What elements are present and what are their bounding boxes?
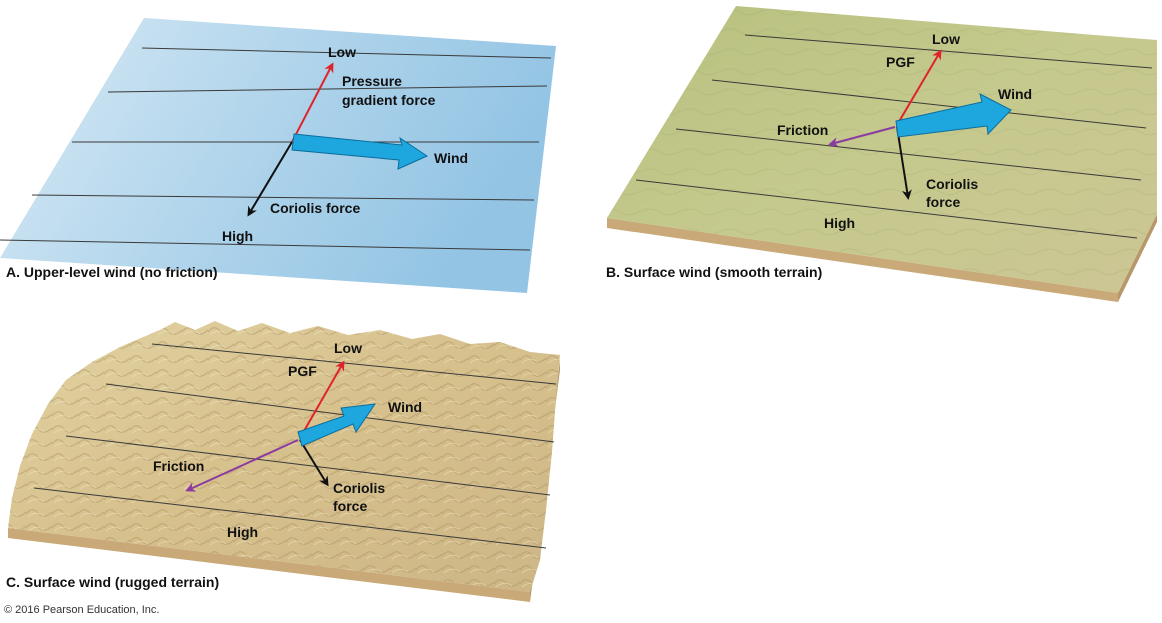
copyright-notice: © 2016 Pearson Education, Inc. <box>4 604 160 616</box>
label-pgf-c: PGF <box>288 363 317 379</box>
wind-arrow-c <box>297 403 377 447</box>
rugged-terrain-texture <box>8 321 560 592</box>
wind-arrow-a <box>291 133 429 170</box>
isobars-c <box>33 343 557 549</box>
pgf-arrow-a <box>291 62 334 143</box>
pgf-arrow-c <box>299 360 345 439</box>
panel-a: Low Pressure gradient force Wind Corioli… <box>0 18 556 293</box>
label-pgf-a-line1: Pressure <box>342 73 402 89</box>
label-pgf-a-line2: gradient force <box>342 92 436 108</box>
label-friction-b: Friction <box>777 122 828 138</box>
coriolis-arrow-b <box>896 126 912 200</box>
label-coriolis-c-line1: Coriolis <box>333 480 385 496</box>
coriolis-arrow-c <box>299 439 329 487</box>
label-wind-b: Wind <box>998 86 1032 102</box>
smooth-terrain-texture <box>607 6 1157 293</box>
coriolis-arrow-a <box>247 141 293 217</box>
caption-panel-b: B. Surface wind (smooth terrain) <box>606 264 823 280</box>
caption-panel-c: C. Surface wind (rugged terrain) <box>6 574 220 590</box>
soil-side-b <box>1118 214 1157 302</box>
label-wind-a: Wind <box>434 150 468 166</box>
label-high-b: High <box>824 215 855 231</box>
label-low-b: Low <box>932 31 960 47</box>
label-wind-c: Wind <box>388 399 422 415</box>
friction-arrow-c <box>185 439 299 492</box>
label-high-a: High <box>222 228 253 244</box>
label-low-c: Low <box>334 340 362 356</box>
soil-edge-b <box>607 218 1118 302</box>
label-low-a: Low <box>328 44 356 60</box>
soil-edge-c <box>8 528 530 602</box>
label-coriolis-a: Coriolis force <box>270 200 360 216</box>
label-coriolis-b-line1: Coriolis <box>926 176 978 192</box>
label-high-c: High <box>227 524 258 540</box>
wind-arrow-b <box>895 93 1012 138</box>
label-coriolis-b-line2: force <box>926 194 960 210</box>
isobars-b <box>635 34 1153 239</box>
panel-b: Low PGF Wind Friction Coriolis force Hig… <box>607 6 1157 302</box>
label-coriolis-c-line2: force <box>333 498 367 514</box>
upper-air-plane <box>0 18 556 293</box>
label-friction-c: Friction <box>153 458 204 474</box>
label-pgf-b: PGF <box>886 54 915 70</box>
friction-arrow-b <box>828 126 896 148</box>
pgf-arrow-b <box>896 49 942 126</box>
caption-panel-a: A. Upper-level wind (no friction) <box>6 264 218 280</box>
panel-c: Low PGF Wind Friction Coriolis force Hig… <box>8 321 560 602</box>
